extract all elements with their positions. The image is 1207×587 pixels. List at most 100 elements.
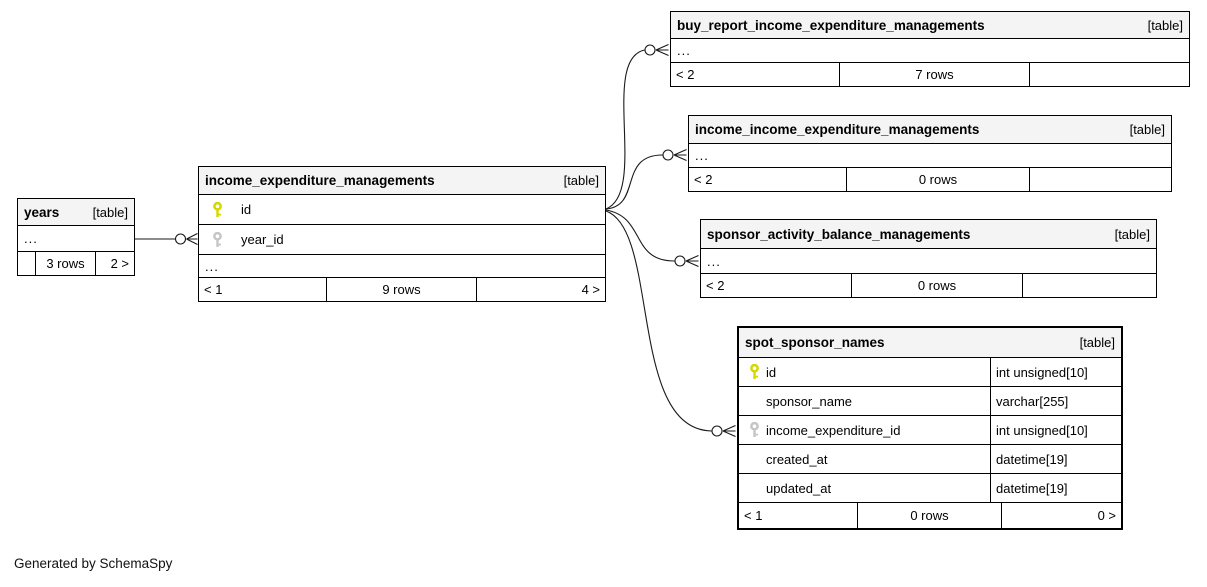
- key-slot: [209, 201, 225, 218]
- cardinality-zero-circle: [644, 44, 656, 56]
- primary-key-icon: [749, 364, 759, 379]
- footer-children-count: [1030, 63, 1189, 86]
- table-header: sponsor_activity_balance_managements [ta…: [701, 220, 1156, 249]
- column-row-income_expenditure_id: income_expenditure_id int unsigned[10]: [739, 416, 1121, 445]
- footer-children-count: 2 >: [110, 256, 129, 271]
- table-footer: < 2 0 rows: [701, 274, 1156, 297]
- cardinality-zero-circle: [674, 255, 686, 267]
- footer-parents-count: < 2: [701, 274, 852, 297]
- table-name[interactable]: income_expenditure_managements: [205, 173, 435, 188]
- column-name: created_at: [766, 451, 828, 467]
- columns-ellipsis: ...: [199, 255, 605, 278]
- table-spot_sponsor_names: spot_sponsor_names [table] id int unsign…: [737, 326, 1123, 530]
- table-income_expenditure_managements: income_expenditure_managements [table] i…: [198, 166, 606, 302]
- footer-parents-count: < 2: [689, 168, 847, 191]
- table-footer: 3 rows 2 >: [18, 252, 134, 275]
- table-footer: < 1 9 rows 4 >: [199, 278, 605, 301]
- table-name[interactable]: sponsor_activity_balance_managements: [707, 226, 971, 242]
- footer-children-count: 0 >: [1097, 508, 1116, 523]
- footer-row-count: 3 rows: [36, 252, 96, 275]
- table-name[interactable]: spot_sponsor_names: [745, 335, 885, 350]
- column-name: id: [241, 202, 252, 217]
- footer-row-count: 0 rows: [852, 274, 1023, 297]
- column-type: int unsigned[10]: [996, 364, 1088, 380]
- footer-children-count: [1030, 168, 1171, 191]
- table-header: years [table]: [18, 199, 134, 226]
- column-name: id: [766, 364, 777, 380]
- table-footer: < 1 0 rows 0 >: [739, 503, 1121, 528]
- table-header: spot_sponsor_names [table]: [739, 328, 1121, 358]
- foreign-key-icon: [749, 422, 759, 437]
- table-buy_report_income_expenditure_managements: buy_report_income_expenditure_management…: [670, 11, 1190, 87]
- key-slot: [209, 231, 225, 248]
- columns-ellipsis: ...: [18, 226, 134, 252]
- column-name-cell: updated_at: [739, 474, 991, 502]
- footer-parents-count: < 1: [199, 278, 327, 301]
- table-footer: < 2 0 rows: [689, 168, 1171, 191]
- crowfoot-arrow: [186, 233, 198, 245]
- column-name: sponsor_name: [766, 393, 852, 409]
- footer-row-count: 0 rows: [858, 503, 1002, 528]
- column-name-cell: created_at: [739, 445, 991, 473]
- table-type-tag: [table]: [92, 204, 128, 220]
- column-name-cell: id: [739, 358, 991, 386]
- footer-parents-count: < 2: [671, 63, 840, 86]
- column-row-updated_at: updated_at datetime[19]: [739, 474, 1121, 503]
- table-header: buy_report_income_expenditure_management…: [671, 12, 1189, 39]
- column-row-created_at: created_at datetime[19]: [739, 445, 1121, 474]
- column-name: updated_at: [766, 480, 832, 496]
- crowfoot-arrow: [722, 424, 736, 438]
- foreign-key-icon: [212, 231, 222, 247]
- table-header: income_expenditure_managements [table]: [199, 167, 605, 195]
- table-footer: < 2 7 rows: [671, 63, 1189, 86]
- column-type: int unsigned[10]: [996, 422, 1088, 438]
- table-type-tag: [table]: [563, 173, 599, 188]
- table-name[interactable]: years: [24, 204, 60, 220]
- columns-ellipsis: ...: [689, 144, 1171, 168]
- table-years: years [table] ... 3 rows 2 >: [17, 198, 135, 276]
- cardinality-zero-circle: [174, 233, 187, 245]
- column-name-cell: sponsor_name: [739, 387, 991, 415]
- column-row-sponsor_name: sponsor_name varchar[255]: [739, 387, 1121, 416]
- table-income_income_expenditure_managements: income_income_expenditure_managements [t…: [688, 115, 1172, 192]
- table-sponsor_activity_balance_managements: sponsor_activity_balance_managements [ta…: [700, 219, 1157, 298]
- column-name-cell: income_expenditure_id: [739, 416, 991, 444]
- footer-children-count: [1023, 274, 1156, 297]
- column-name: income_expenditure_id: [766, 422, 901, 438]
- column-type: varchar[255]: [996, 393, 1069, 409]
- crowfoot-arrow: [673, 148, 687, 162]
- column-row-year_id: year_id: [199, 225, 605, 255]
- table-type-tag: [table]: [1147, 17, 1183, 33]
- relationship-line-sponsor-activity: [605, 209, 675, 262]
- generator-note: Generated by SchemaSpy: [14, 556, 173, 571]
- table-name[interactable]: buy_report_income_expenditure_management…: [677, 17, 985, 33]
- footer-row-count: 9 rows: [327, 278, 477, 301]
- columns-ellipsis: ...: [701, 249, 1156, 274]
- cardinality-zero-circle: [662, 149, 674, 161]
- footer-row-count: 7 rows: [840, 63, 1030, 86]
- footer-row-count: 0 rows: [847, 168, 1030, 191]
- columns-ellipsis: ...: [671, 39, 1189, 63]
- primary-key-icon: [212, 201, 222, 217]
- relationship-line-buy-report: [605, 49, 645, 210]
- crowfoot-arrow: [655, 43, 669, 57]
- column-type: datetime[19]: [996, 480, 1068, 496]
- footer-parents-count: < 1: [739, 503, 858, 528]
- table-type-tag: [table]: [1129, 122, 1165, 137]
- relationship-line-spot-sponsor: [605, 210, 712, 432]
- footer-children-count: 4 >: [581, 282, 600, 297]
- table-type-tag: [table]: [1114, 226, 1150, 242]
- crowfoot-arrow: [685, 254, 699, 268]
- footer-parents-count: [18, 252, 36, 275]
- table-type-tag: [table]: [1079, 335, 1115, 350]
- column-type: datetime[19]: [996, 451, 1068, 467]
- cardinality-zero-circle: [711, 425, 723, 437]
- key-slot: [747, 422, 761, 438]
- table-header: income_income_expenditure_managements [t…: [689, 116, 1171, 144]
- column-row-id: id: [199, 195, 605, 225]
- key-slot: [747, 364, 761, 380]
- table-name[interactable]: income_income_expenditure_managements: [695, 122, 980, 137]
- column-row-id: id int unsigned[10]: [739, 358, 1121, 387]
